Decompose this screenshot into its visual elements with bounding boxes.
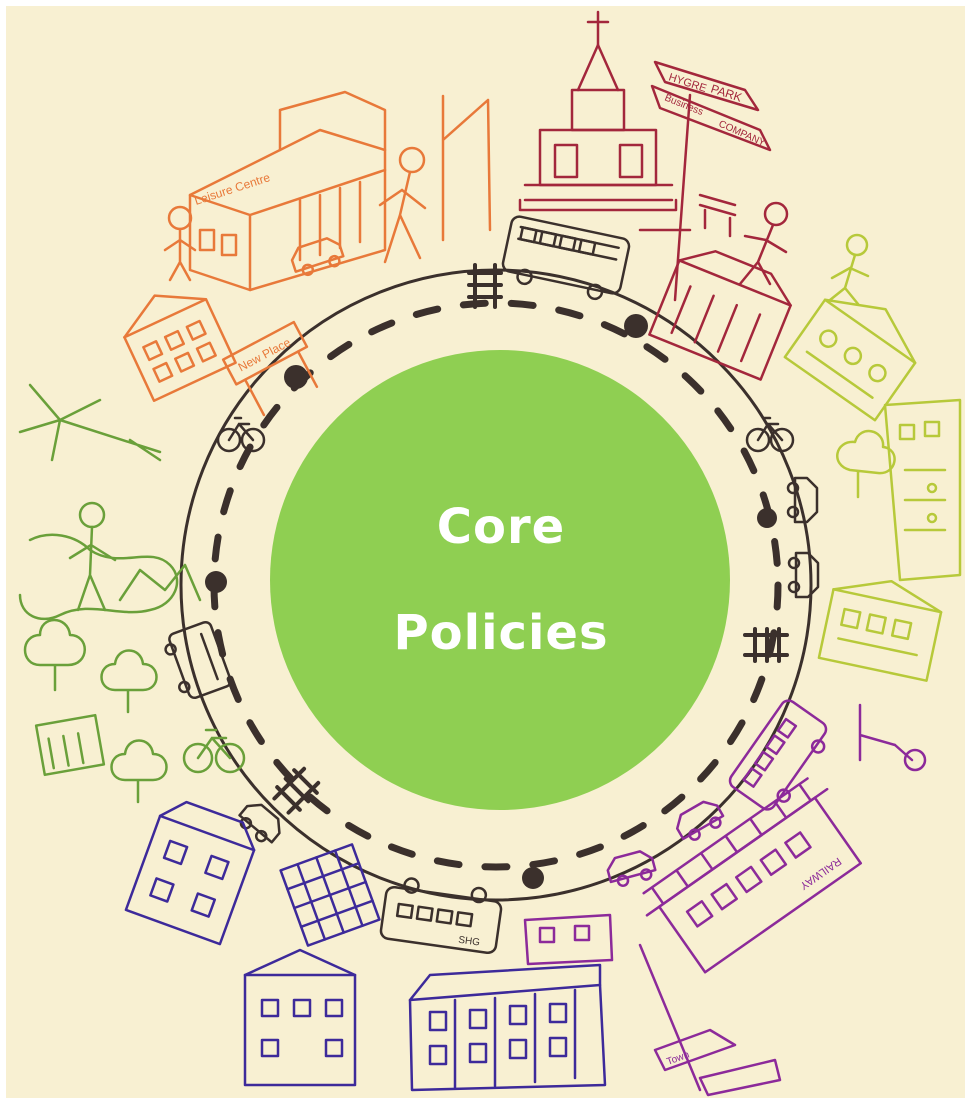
bus-icon xyxy=(501,215,631,301)
bicycle-icon xyxy=(745,416,795,453)
railway-crossing-icon xyxy=(467,263,503,309)
road-stop-marker xyxy=(624,314,648,338)
building-icon xyxy=(783,298,917,422)
road-stop-marker xyxy=(757,508,777,528)
building-icon xyxy=(124,800,256,946)
svg-text:SHG: SHG xyxy=(458,935,481,949)
bus-icon xyxy=(164,620,232,700)
tree-icon xyxy=(23,618,168,804)
stick-figure-icon xyxy=(828,233,870,306)
stick-figure-icon xyxy=(378,146,427,264)
building-icon xyxy=(34,713,106,777)
building-icon xyxy=(123,294,237,402)
stick-figure-icon xyxy=(163,205,197,282)
car-icon xyxy=(290,237,345,277)
road-stop-marker xyxy=(522,867,544,889)
car-icon xyxy=(238,803,281,844)
leisure-centre-building: Leisure Centre xyxy=(188,90,387,292)
building-icon xyxy=(883,398,962,582)
svg-text:Business: Business xyxy=(663,93,705,118)
railway-crossing-icon xyxy=(743,627,789,663)
building-icon xyxy=(648,250,792,381)
railway-crossing-icon xyxy=(272,766,321,815)
building-icon xyxy=(817,579,943,682)
signpost-icon xyxy=(441,94,492,242)
car-icon xyxy=(675,800,725,841)
building-icon xyxy=(523,913,614,966)
car-icon xyxy=(787,551,820,599)
building-icon xyxy=(279,843,381,947)
terraced-houses xyxy=(408,963,607,1092)
bench-icon xyxy=(698,193,737,238)
ring-road xyxy=(179,268,813,902)
car-icon xyxy=(786,476,819,524)
park-landscape xyxy=(18,533,202,621)
stick-figure-icon xyxy=(738,201,789,286)
bicycle-icon xyxy=(216,416,266,453)
tree-icon xyxy=(836,429,896,499)
bus-icon: SHG xyxy=(379,877,503,955)
car-icon xyxy=(606,850,657,888)
stick-figure-icon xyxy=(858,703,927,772)
road-stop-marker xyxy=(205,571,227,593)
bus-icon xyxy=(728,699,828,811)
windmill-icon xyxy=(18,383,162,462)
svg-text:RAILWAY: RAILWAY xyxy=(797,855,843,892)
svg-text:HYGRE: HYGRE xyxy=(667,71,708,95)
bicycle-icon xyxy=(182,728,246,774)
building-icon xyxy=(243,948,357,1087)
road-stop-marker xyxy=(284,365,308,389)
core-policies-circle xyxy=(270,350,730,810)
church-building xyxy=(518,10,678,212)
